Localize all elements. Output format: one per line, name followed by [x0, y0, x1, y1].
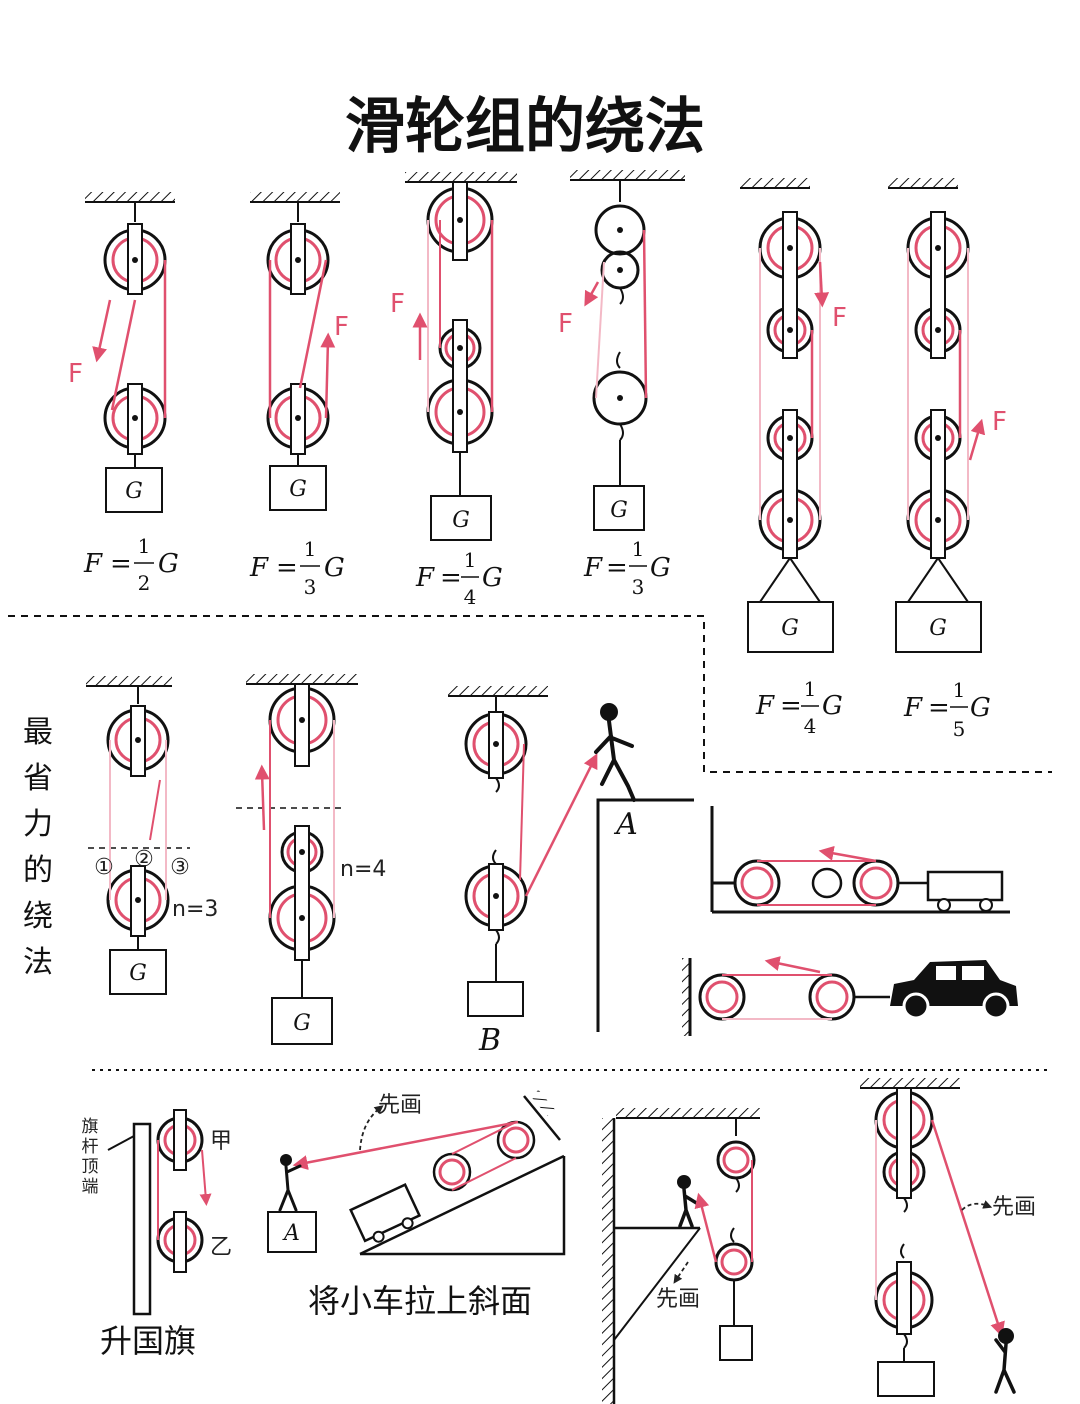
- fraction-denominator: 3: [632, 575, 645, 599]
- flagpole-setup: 旗 杆 顶 端 甲 乙 升国旗: [82, 1109, 232, 1360]
- first-wind-label: 先画: [992, 1195, 1036, 1220]
- formula-lhs: F: [83, 549, 103, 579]
- formula-equals: =: [928, 693, 950, 723]
- weight-label: G: [452, 508, 470, 533]
- formula-rhs: G: [158, 549, 179, 579]
- n3-label: n=3: [172, 897, 218, 922]
- section-divider: [8, 615, 1052, 773]
- page-title: 滑轮组的绕法: [345, 92, 705, 162]
- fraction-numerator: 1: [138, 534, 151, 558]
- formula-1: F = 1 2 G: [83, 534, 179, 595]
- formula-lhs: F: [415, 563, 435, 593]
- label-jia: 甲: [210, 1129, 232, 1154]
- label-yi: 乙: [210, 1235, 232, 1260]
- force-label: F: [390, 289, 405, 319]
- formula-rhs: G: [482, 563, 503, 593]
- formula-equals: =: [780, 691, 802, 721]
- formula-equals: =: [606, 553, 628, 583]
- mark-3: ③: [170, 855, 190, 880]
- first-wind-label: 先画: [378, 1093, 422, 1118]
- flagpole-top-3: 顶: [82, 1157, 99, 1177]
- mark-2: ②: [134, 847, 154, 872]
- fraction-numerator: 1: [464, 548, 477, 572]
- force-label: F: [992, 407, 1007, 437]
- flagpole-top-1: 旗: [82, 1117, 99, 1137]
- pulley-setup-n4: n=4 G: [236, 674, 386, 1045]
- slope-setup: 先画 A 将小车拉上斜面: [267, 1089, 566, 1320]
- formula-equals: =: [440, 563, 462, 593]
- formula-rhs: G: [822, 691, 843, 721]
- formula-lhs: F: [583, 553, 603, 583]
- fraction-denominator: 4: [804, 714, 817, 738]
- svg-text:绕: 绕: [23, 899, 53, 934]
- pulley-setup-cliff: A B: [448, 686, 694, 1058]
- fraction-numerator: 1: [632, 537, 645, 561]
- svg-text:法: 法: [23, 945, 53, 980]
- fraction-numerator: 1: [953, 678, 966, 702]
- formula-lhs: F: [249, 553, 269, 583]
- car-pull-setup: [682, 956, 1018, 1036]
- pulley-setup-n3: ① ② ③ n=3 G: [86, 676, 218, 995]
- weight-label: G: [781, 616, 799, 641]
- force-label: F: [558, 309, 573, 339]
- force-label: F: [832, 303, 847, 333]
- flagpole-top-4: 端: [82, 1177, 99, 1197]
- pulley-setup-2: F: [250, 192, 349, 511]
- first-wind-label: 先画: [656, 1287, 700, 1312]
- flag-caption: 升国旗: [100, 1322, 196, 1360]
- force-label: F: [68, 359, 83, 389]
- pulley-setup-5: F: [740, 178, 847, 653]
- fraction-denominator: 5: [953, 717, 966, 741]
- weight-label: G: [289, 477, 307, 502]
- formula-3: F = 1 4 G: [415, 548, 503, 609]
- formula-lhs: F: [903, 693, 923, 723]
- formula-rhs: G: [970, 693, 991, 723]
- fraction-denominator: 3: [304, 575, 317, 599]
- fraction-numerator: 1: [304, 537, 317, 561]
- formula-equals: =: [276, 553, 298, 583]
- weight-label: G: [129, 961, 147, 986]
- formula-2: F = 1 3 G: [249, 537, 345, 599]
- weight-label: G: [293, 1011, 311, 1036]
- n4-label: n=4: [340, 857, 386, 882]
- side-label: 最 省 力 的 绕 法: [23, 715, 53, 980]
- mark-1: ①: [94, 855, 114, 880]
- right-pulley-setup: 先画: [860, 1078, 1036, 1397]
- formula-rhs: G: [324, 553, 345, 583]
- fraction-numerator: 1: [804, 677, 817, 701]
- pulley-setup-1: F: [68, 192, 175, 513]
- slope-caption: 将小车拉上斜面: [308, 1282, 532, 1320]
- formula-6: F = 1 5 G: [903, 678, 991, 741]
- formula-4: F = 1 3 G: [583, 537, 671, 599]
- flagpole-top-2: 杆: [82, 1137, 99, 1157]
- weight-label: G: [125, 479, 143, 504]
- label-A: A: [613, 807, 638, 842]
- formula-equals: =: [110, 549, 132, 579]
- horizontal-cart-setup: [710, 806, 1010, 914]
- svg-text:力: 力: [23, 807, 53, 842]
- building-setup: 先画: [602, 1108, 760, 1404]
- box-A-label: A: [282, 1221, 300, 1246]
- weight-label: G: [610, 498, 628, 523]
- svg-text:省: 省: [23, 761, 53, 796]
- weight-label: G: [929, 616, 947, 641]
- label-B: B: [478, 1023, 501, 1058]
- formula-lhs: F: [755, 691, 775, 721]
- formula-rhs: G: [650, 553, 671, 583]
- fraction-denominator: 2: [138, 571, 151, 595]
- formula-5: F = 1 4 G: [755, 677, 843, 738]
- svg-text:的: 的: [23, 853, 53, 888]
- pulley-setup-4: F: [558, 170, 685, 531]
- force-label: F: [334, 312, 349, 342]
- pulley-setup-6: F: [888, 178, 1007, 653]
- svg-text:最: 最: [23, 715, 53, 750]
- pulley-setup-3: F: [390, 172, 517, 541]
- fraction-denominator: 4: [464, 585, 477, 609]
